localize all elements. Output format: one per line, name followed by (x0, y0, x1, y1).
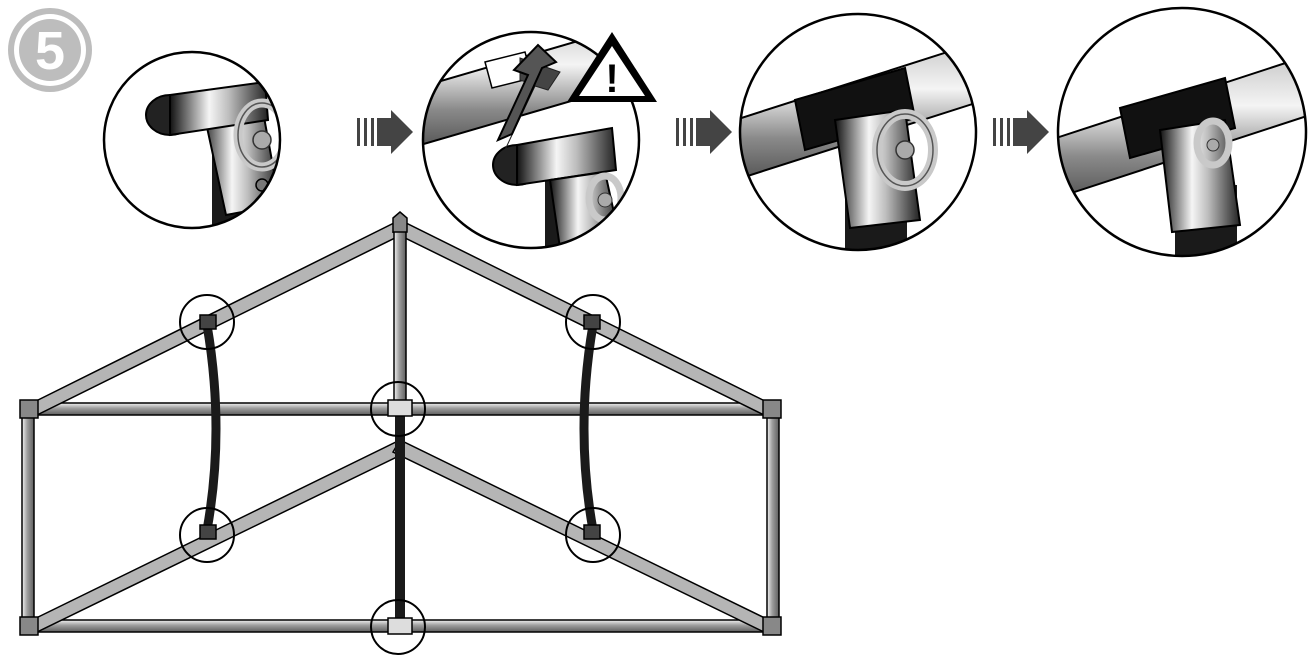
frame-left-rail (21, 402, 35, 633)
rotate-arrow-icon (872, 109, 938, 191)
highlight-circles (179, 294, 621, 655)
process-arrow-icon (993, 110, 1049, 154)
process-arrow-icon (357, 110, 413, 154)
strap-center (395, 415, 405, 620)
detail-panel-secured (1056, 6, 1308, 258)
process-arrow-icon (676, 110, 732, 154)
warning-symbol: ! (605, 57, 618, 101)
rotate-arrow-icon (233, 98, 280, 172)
warning-triangle-icon: ! (567, 32, 657, 102)
detail-panel-lift: ! (421, 30, 657, 250)
lift-arrow-icon (496, 43, 561, 151)
step-number-badge: 5 (8, 8, 92, 92)
step-number: 5 (35, 21, 65, 81)
frame-right-rail (766, 402, 780, 633)
detail-panel-loosen (102, 50, 282, 230)
frame-overview (19, 211, 782, 655)
rotate-arrow-icon (1193, 117, 1233, 169)
detail-panel-tighten (738, 12, 978, 252)
strap-left (202, 324, 221, 531)
strap-right (579, 324, 598, 531)
